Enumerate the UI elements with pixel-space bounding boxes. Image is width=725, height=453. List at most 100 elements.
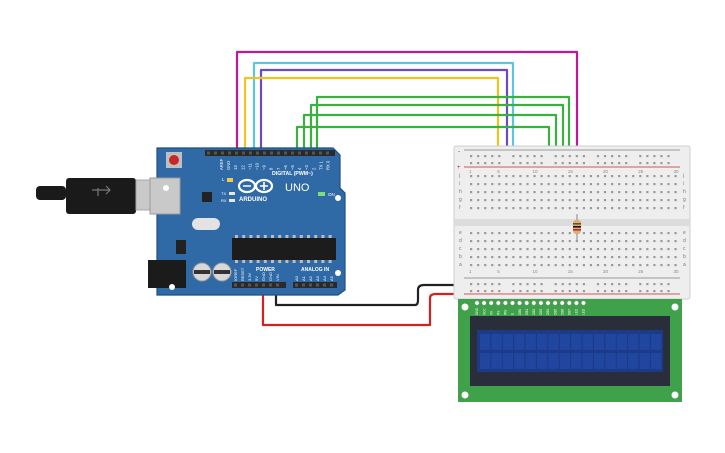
wires	[235, 50, 579, 327]
row-letter: i	[459, 181, 460, 187]
regulator	[176, 240, 186, 254]
rail-plus-label: +	[457, 165, 461, 171]
pin-label: 12	[240, 165, 245, 170]
arduino-logo-icon	[237, 178, 274, 194]
digital-header-label: DIGITAL (PWM~)	[272, 171, 313, 177]
pin-label: IOREF	[233, 268, 238, 281]
pin-label: 13	[233, 165, 238, 170]
pin-label: A1	[301, 275, 306, 281]
lcd-pin-header	[474, 300, 586, 306]
lcd-pin-label: GND	[475, 307, 479, 315]
lcd-pin-label: DB3	[539, 309, 543, 315]
usb-cable	[36, 178, 167, 214]
column-number: 30	[673, 169, 679, 174]
reset-button-cap[interactable]	[169, 155, 179, 165]
wire-red[interactable]	[261, 287, 464, 327]
usb-jack	[149, 177, 181, 215]
pin-label: A2	[308, 275, 313, 281]
resistor[interactable]	[573, 214, 581, 240]
column-number: 10	[532, 169, 538, 174]
lcd-pin-label: DB7	[568, 309, 572, 315]
crystal-oscillator	[192, 218, 220, 230]
arduino-model: UNO	[285, 182, 310, 194]
column-number: 5	[497, 169, 500, 174]
analog-label: ANALOG IN	[301, 267, 329, 273]
l-led-label: L	[222, 177, 225, 182]
pin-label: A0	[294, 275, 299, 281]
atmega-pins	[235, 235, 332, 263]
row-letter: b	[459, 254, 462, 260]
breadboard-center-channel	[454, 219, 690, 226]
pin-label: ~11	[247, 163, 252, 170]
column-number: 25	[638, 269, 644, 274]
column-number: 20	[603, 169, 609, 174]
usb-chip	[202, 192, 212, 202]
pin-label: A5	[329, 275, 334, 281]
row-letter: j	[458, 173, 460, 179]
pin-label: RESET	[240, 267, 245, 281]
pin-label: ~3	[304, 165, 309, 170]
rail-minus-label: -	[458, 149, 460, 155]
pin-label: ~6	[283, 165, 288, 170]
usb-logo-icon	[92, 185, 111, 196]
lcd-pin-label: DB6	[560, 309, 564, 315]
pin-label: TX 1	[318, 160, 323, 170]
column-number: 15	[568, 169, 574, 174]
on-led-label: ON	[328, 192, 335, 197]
pin-label: ~5	[290, 165, 295, 170]
usb-cable-body	[66, 178, 136, 214]
pin-label: ~10	[255, 162, 260, 170]
row-letter: h	[459, 189, 462, 195]
pin-label: GND	[226, 161, 231, 170]
lcd-character-cells	[480, 334, 662, 369]
pin-label: AREF	[219, 158, 224, 170]
column-number: 10	[532, 269, 538, 274]
lcd-pin-label: DB2	[532, 309, 536, 315]
lcd-pin-label: LED	[582, 308, 586, 315]
usb-cable-strain	[36, 186, 66, 200]
row-letter: e	[459, 230, 462, 236]
lcd-pin-label: DB5	[553, 309, 557, 315]
pin-label: VIN	[275, 274, 280, 281]
row-letter: g	[459, 197, 462, 203]
row-letter: i	[683, 181, 684, 187]
lcd-pin-label: E	[511, 313, 515, 315]
pin-label: 3.3V	[247, 272, 252, 281]
row-letter: a	[459, 262, 462, 268]
pin-label: RX 0	[326, 160, 331, 170]
pin-label: 5V	[254, 276, 259, 281]
arduino-brand: ARDUINO	[239, 197, 267, 203]
row-letter: e	[683, 230, 686, 236]
pin-label: GND	[261, 272, 266, 281]
power-header	[232, 282, 286, 288]
lcd-pin-label: LED	[575, 308, 579, 315]
pin-label: 7	[276, 167, 281, 170]
lcd-pin-label: RW	[504, 310, 508, 315]
lcd-pin-label: DB4	[546, 309, 550, 315]
column-number: 5	[497, 269, 500, 274]
row-letter: c	[683, 246, 686, 252]
column-number: 1	[469, 169, 472, 174]
pin-label: A4	[322, 275, 327, 281]
pin-label: GND	[268, 272, 273, 281]
atmega-chip	[232, 238, 336, 260]
header-holes	[207, 151, 333, 287]
rx-led-label: RX	[221, 198, 227, 203]
lcd-pin-label: DB1	[525, 309, 529, 315]
row-letter: b	[683, 254, 686, 260]
lcd-pin-label: VCC	[482, 308, 486, 315]
row-letter: h	[683, 189, 686, 195]
row-letter: a	[683, 262, 686, 268]
row-letter: g	[683, 197, 686, 203]
pin-label: 2	[311, 167, 316, 170]
arduino-uno-board[interactable]: ARDUINO UNO DIGITAL (PWM~) POWER ANALOG …	[148, 147, 346, 296]
power-jack	[148, 260, 186, 288]
wire-black[interactable]	[274, 283, 463, 307]
